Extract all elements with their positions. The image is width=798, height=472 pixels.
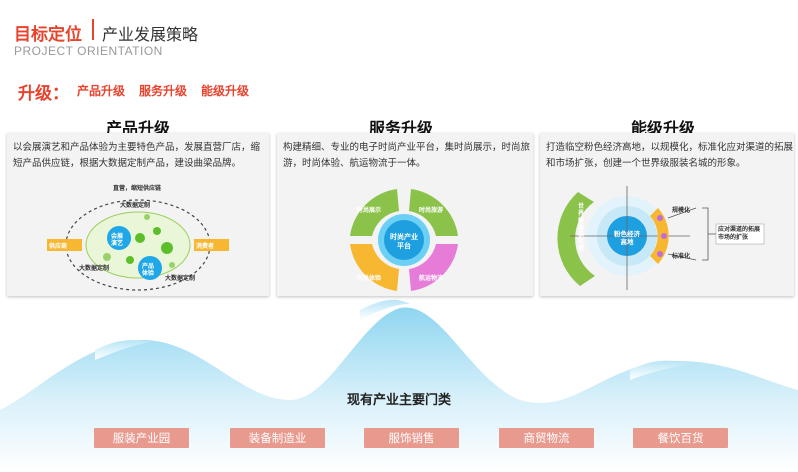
service-seg-experience: 时尚体验 xyxy=(357,275,382,282)
energy-channel-box: 应对渠道的拓展市场的扩张 xyxy=(718,226,761,241)
upgrade-tag-product: 产品升级 xyxy=(77,84,126,98)
page-title-english: PROJECT ORIENTATION xyxy=(14,44,163,58)
card-text-service: 构建精细、专业的电子时尚产业平台，集时尚展示，时尚旅游，时尚体验、航运物流于一体… xyxy=(283,142,531,169)
upgrade-tag-service: 服务升级 xyxy=(139,84,188,98)
card-service: 构建精细、专业的电子时尚产业平台，集时尚展示，时尚旅游，时尚体验、航运物流于一体… xyxy=(277,133,533,296)
product-circle-exhibition: 会展演艺 xyxy=(111,233,124,247)
product-arc-inner-label: 大数据定制 xyxy=(120,202,151,209)
product-arc-top-label: 直营，缩短供应链 xyxy=(113,185,162,192)
energy-scale-label: 规模化 xyxy=(672,207,691,214)
service-seg-logistics: 航运物流 xyxy=(419,275,444,282)
service-center-label: 时尚产业平台 xyxy=(390,233,418,250)
mountain-background xyxy=(0,299,798,472)
card-energy: 打造临空粉色经济高地，以规模化，标准化应对渠道的拓展和市场扩张，创建一个世界级服… xyxy=(540,133,794,296)
bottom-title: 现有产业主要门类 xyxy=(346,393,451,408)
product-supplier-box: 供应商 xyxy=(49,243,68,250)
page-subtitle: 产业发展策略 xyxy=(102,25,199,44)
title-divider xyxy=(92,19,94,40)
upgrade-label: 升级： xyxy=(18,84,69,104)
product-circle-experience: 产品体验 xyxy=(142,263,155,277)
card-text-product: 以会展演艺和产品体验为主要特色产品，发展直营厂店，缩短产品供应链，根据大数据定制… xyxy=(13,142,261,169)
category-garment-park[interactable]: 服装产业园 xyxy=(94,428,189,448)
page-title: 目标定位 xyxy=(14,25,82,45)
service-seg-display: 时尚展示 xyxy=(357,207,382,214)
energy-center-label: 粉色经济高地 xyxy=(614,230,640,246)
card-text-energy: 打造临空粉色经济高地，以规模化，标准化应对渠道的拓展和市场扩张，创建一个世界级服… xyxy=(546,142,794,169)
category-apparel-sales[interactable]: 服饰销售 xyxy=(364,428,459,448)
energy-diagram xyxy=(557,186,765,290)
product-arc-right-label: 大数据定制 xyxy=(165,275,196,282)
category-catering-retail[interactable]: 餐饮百货 xyxy=(633,428,728,448)
energy-arc-label: 世界级服装名城 xyxy=(578,203,585,252)
category-trade-logistics[interactable]: 商贸物流 xyxy=(499,428,594,448)
product-diagram xyxy=(47,199,229,291)
service-diagram xyxy=(350,189,458,291)
category-equipment-manufacturing[interactable]: 装备制造业 xyxy=(230,428,325,448)
product-arc-left-label: 大数据定制 xyxy=(79,265,110,272)
card-product: 以会展演艺和产品体验为主要特色产品，发展直营厂店，缩短产品供应链，根据大数据定制… xyxy=(7,133,269,296)
energy-standard-label: 标准化 xyxy=(672,253,691,260)
upgrade-tag-energy: 能级升级 xyxy=(201,84,250,98)
product-consumer-box: 消费者 xyxy=(196,243,215,250)
service-seg-tourism: 时尚旅游 xyxy=(419,207,444,214)
